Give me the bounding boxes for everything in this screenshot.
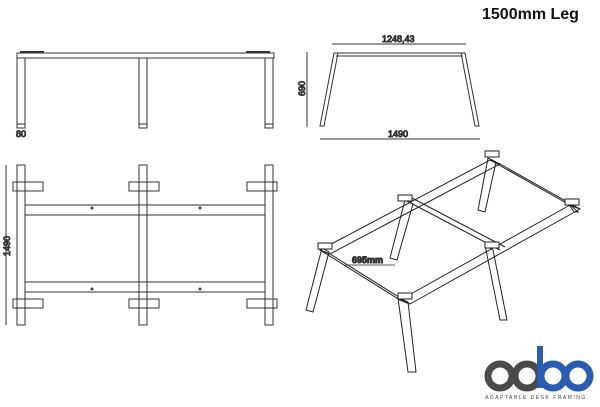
plan-length-label: 1490: [2, 236, 12, 256]
side-base-width-label: 1490: [388, 129, 408, 139]
side-top-width-label: 1248,43: [382, 34, 415, 44]
front-view: [16, 51, 275, 129]
iso-span-label: 695mm: [352, 255, 383, 265]
isometric-view: [305, 150, 582, 373]
front-leg-width-label: 80: [16, 129, 26, 139]
side-height-label: 690: [297, 81, 307, 96]
plan-view: [5, 164, 278, 326]
edge-logo: ADAPTABLE DESK FRAMING: [484, 346, 594, 401]
drawing-title: 1500mm Leg: [482, 6, 579, 23]
svg-text:ADAPTABLE DESK FRAMING: ADAPTABLE DESK FRAMING: [485, 395, 587, 401]
side-view: [306, 43, 480, 140]
